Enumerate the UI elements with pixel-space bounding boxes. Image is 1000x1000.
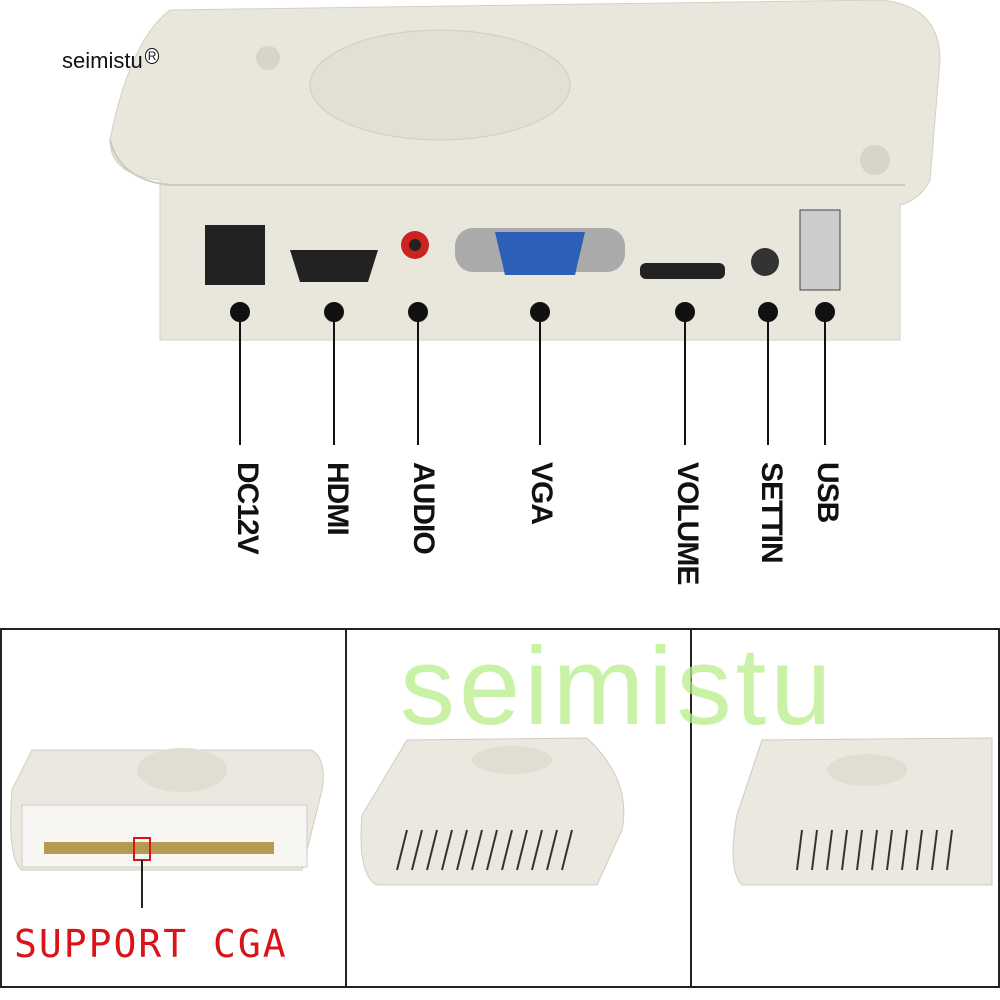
port-label-hdmi: HDMI — [321, 462, 354, 535]
port-label-dc12v: DC12V — [231, 462, 264, 554]
port-label-audio: AUDIO — [407, 462, 440, 554]
device-side-view-1 — [360, 737, 625, 886]
device-side-view-2 — [732, 737, 993, 886]
support-cga-caption: SUPPORT CGA — [14, 922, 288, 966]
panel-cartridge-view — [0, 628, 347, 988]
brand-name: seimistu — [62, 48, 143, 73]
port-label-vga: VGA — [525, 462, 558, 525]
device-front-view — [10, 748, 324, 908]
panel-side-view-2 — [690, 628, 1000, 988]
panel-side-view — [345, 628, 692, 988]
device-rear-view — [109, 0, 941, 445]
port-label-settin: SETTIN — [755, 462, 788, 563]
port-label-volume: VOLUME — [671, 462, 704, 585]
port-label-usb: USB — [811, 462, 844, 523]
registered-mark: R — [144, 47, 160, 64]
